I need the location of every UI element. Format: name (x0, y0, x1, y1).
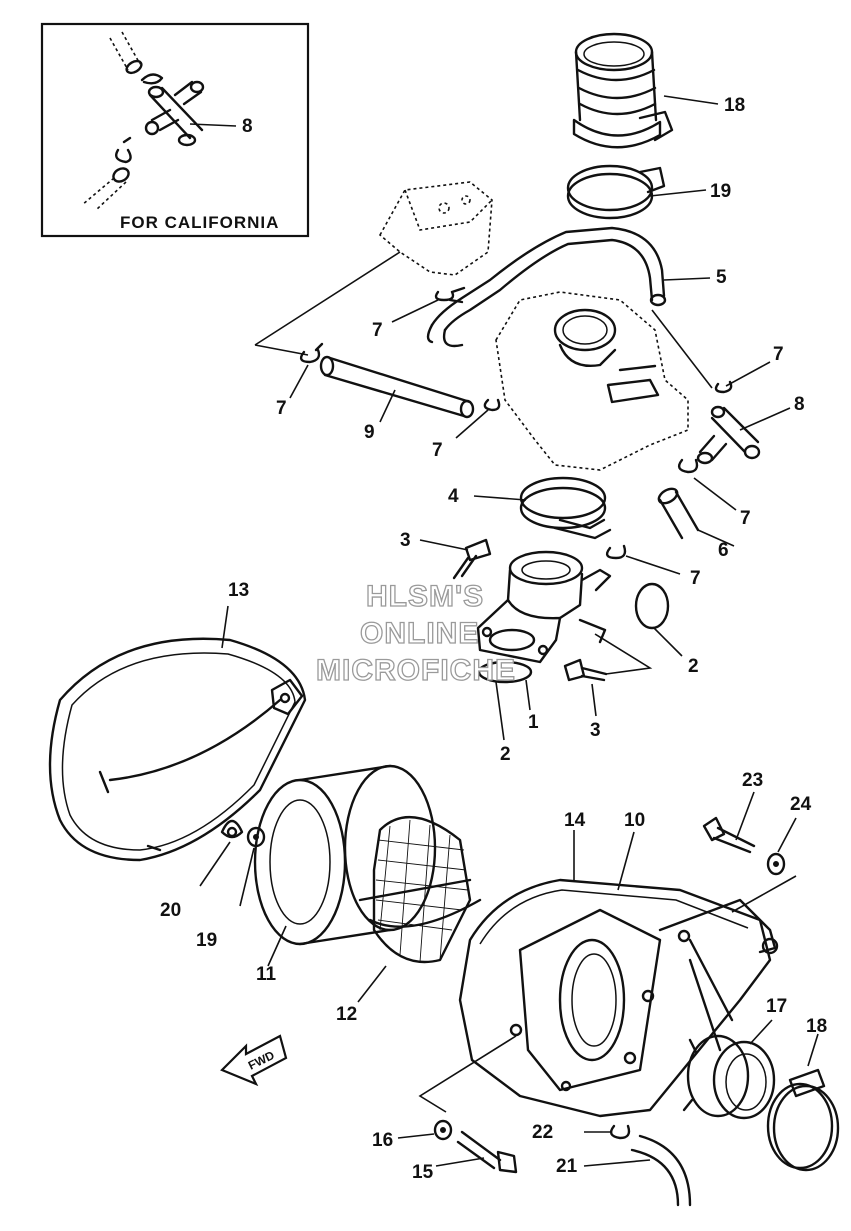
part-16-washer (397, 1119, 453, 1141)
callout-7-b: 7 (773, 344, 784, 365)
assembly-lines (254, 251, 713, 675)
part-21-hose (583, 1134, 692, 1207)
carburetor-dashed (495, 291, 689, 471)
part-9-hose (319, 355, 475, 423)
callout-22: 22 (532, 1122, 553, 1143)
part-24-washer (766, 817, 797, 876)
callout-5: 5 (716, 267, 727, 288)
callout-12: 12 (336, 1004, 357, 1025)
callout-23: 23 (742, 770, 763, 791)
callout-20: 20 (160, 900, 181, 921)
callout-6: 6 (718, 540, 729, 561)
watermark-line-3: MICROFICHE (316, 654, 516, 687)
callout-14: 14 (564, 810, 586, 831)
callout-21: 21 (556, 1156, 578, 1177)
callout-9: 9 (364, 422, 375, 443)
part-7-clips (289, 286, 771, 575)
callout-10: 10 (624, 810, 645, 831)
part-22-clip (584, 1124, 631, 1140)
callout-11: 11 (256, 964, 277, 985)
watermark-line-2: ONLINE (360, 617, 479, 650)
callout-26: 19 (710, 181, 731, 202)
inset-title: FOR CALIFORNIA (120, 213, 279, 232)
callout-7-d: 7 (432, 440, 443, 461)
callout-7-a: 7 (372, 320, 383, 341)
callout-24: 24 (790, 794, 812, 815)
part-3-bolts (419, 538, 608, 717)
callout-18: 18 (806, 1016, 827, 1037)
part-4-clamp (473, 476, 612, 540)
part-25-intake-boot (572, 32, 719, 149)
callout-3-b: 3 (590, 720, 601, 741)
part-8-tjoint (696, 405, 791, 465)
callout-7-c: 7 (276, 398, 287, 419)
callout-7-f: 7 (690, 568, 701, 589)
part-17-joint (682, 1019, 776, 1120)
callout-8-inset: 8 (242, 116, 253, 137)
watermark: HLSM'S ONLINE MICROFICHE (315, 579, 516, 687)
callout-17: 17 (766, 996, 787, 1017)
callout-labels: 18 19 5 7 7 8 7 9 7 4 7 3 6 7 13 2 1 3 2… (160, 95, 827, 1183)
part-15-bolt (435, 1130, 518, 1174)
part-18-clamp (766, 1033, 840, 1172)
part-11-filter (253, 764, 437, 967)
part-19-washer (239, 826, 266, 907)
watermark-line-1: HLSM'S (366, 580, 484, 613)
callout-19: 19 (196, 930, 217, 951)
callout-25: 18 (724, 95, 745, 116)
callout-2-b: 2 (500, 744, 511, 765)
california-inset: 8 FOR CALIFORNIA (40, 22, 310, 238)
callout-15: 15 (412, 1162, 434, 1183)
fwd-arrow: FWD (220, 1034, 288, 1087)
callout-1: 1 (528, 712, 539, 733)
part-6-hose (657, 487, 735, 547)
part-2-orings (477, 582, 683, 741)
callout-8: 8 (794, 394, 805, 415)
callout-13: 13 (228, 580, 249, 601)
part-20-grommet (199, 819, 244, 887)
part-10-airbox (418, 830, 797, 1118)
callout-2-a: 2 (688, 656, 699, 677)
part-23-bolt (702, 791, 756, 854)
callout-7-e: 7 (740, 508, 751, 529)
callout-4: 4 (448, 486, 459, 507)
part-12-cage (357, 816, 482, 1003)
part-26-clamp (566, 164, 707, 220)
callout-3-a: 3 (400, 530, 411, 551)
airbox-dashed (378, 181, 493, 276)
part-13-cover (48, 605, 307, 862)
part-5-hose (426, 226, 711, 348)
callout-16: 16 (372, 1130, 393, 1151)
part-1-manifold (476, 550, 612, 711)
